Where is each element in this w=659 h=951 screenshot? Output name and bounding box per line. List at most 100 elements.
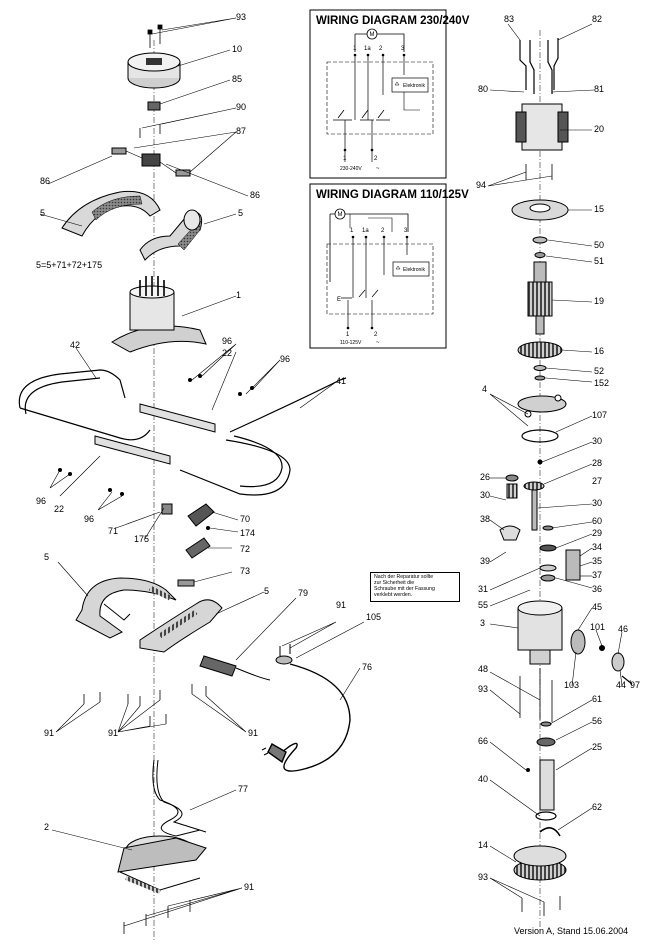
callout: 2 (44, 822, 49, 832)
part-14-collar (513, 845, 567, 881)
callout: 3 (480, 618, 485, 628)
part-86-87-switch (111, 147, 191, 177)
part-45-101-gear-selector (570, 629, 633, 685)
svg-text:~: ~ (376, 166, 380, 172)
svg-text:~: ~ (376, 340, 380, 346)
svg-text:110-125V: 110-125V (340, 340, 362, 346)
part-2-base-plate (117, 835, 207, 894)
callout: 107 (592, 410, 607, 420)
note-line: zur Sicherheit die (374, 580, 415, 586)
note-line: Schraube mit der Fassung (374, 586, 435, 592)
callout: 51 (594, 256, 604, 266)
svg-text:230-240V: 230-240V (340, 166, 362, 172)
callout: 30 (592, 498, 602, 508)
part-79-cable-sleeve (199, 655, 271, 681)
part-10-end-cap (127, 52, 181, 89)
callout: 45 (592, 602, 602, 612)
callout: 91 (244, 882, 254, 892)
callout: 34 (592, 542, 602, 552)
callout: 44 (616, 680, 626, 690)
callout: 4 (482, 384, 487, 394)
callout: 73 (240, 566, 250, 576)
part-25-spindle (526, 759, 555, 811)
svg-text:E: E (337, 297, 341, 303)
part-80-83-brush-holders (519, 38, 559, 94)
callout: 103 (564, 680, 579, 690)
repair-note: Nach der Reparatur sollte zur Sicherheit… (370, 572, 460, 602)
svg-text:M: M (338, 212, 343, 218)
part-70-72-switch-trigger (161, 503, 215, 559)
callout: 39 (480, 556, 490, 566)
callout: 62 (592, 802, 602, 812)
callout: 174 (240, 528, 255, 538)
callout: 30 (480, 490, 490, 500)
note-line: Nach der Reparatur sollte (374, 574, 434, 580)
callout: 91 (336, 600, 346, 610)
part-16-fan (517, 341, 563, 359)
part-107-o-ring (521, 429, 559, 443)
callout: 5 (44, 552, 49, 562)
callout: 96 (280, 354, 290, 364)
part-38-lock (499, 525, 521, 541)
callout: 91 (44, 728, 54, 738)
callout: 46 (618, 624, 628, 634)
svg-text:Elektronik: Elektronik (403, 83, 425, 89)
callout: 1 (236, 290, 241, 300)
callout: 35 (592, 556, 602, 566)
part-19-armature (527, 261, 553, 335)
part-105-cable-clamp (275, 644, 293, 665)
part-61-56-bearings (536, 721, 556, 747)
part-40-62-rings (535, 811, 561, 837)
callout: 41 (336, 376, 346, 386)
callout: 66 (478, 736, 488, 746)
part-3-gear-housing (517, 600, 563, 665)
part-93-screws-bottom (521, 896, 561, 916)
callout: 175 (134, 534, 149, 544)
callout: 15 (594, 204, 604, 214)
part-96-screws (58, 374, 254, 496)
part-48-93-screws (519, 668, 553, 722)
note-line: verklebt werden. (374, 592, 413, 598)
callout: 72 (240, 544, 250, 554)
wiring-diagram-110: WIRING DIAGRAM 110/125V M 1 1a 2 3 Elekt… (309, 183, 469, 349)
callout: 152 (594, 378, 609, 388)
part-73-cable-clip (177, 579, 195, 587)
callout: 5 (40, 208, 45, 218)
part-34-37-spindle-lock (565, 549, 581, 581)
callout: 101 (590, 622, 605, 632)
svg-text:2: 2 (381, 228, 385, 234)
wiring-110-title: WIRING DIAGRAM 110/125V (316, 189, 469, 201)
callout: 86 (250, 190, 260, 200)
svg-text:1: 1 (346, 332, 350, 338)
part-5-handle-shells (61, 190, 203, 261)
callout: 31 (478, 584, 488, 594)
callout: 60 (592, 516, 602, 526)
callout: 42 (70, 340, 80, 350)
callout: 5 (264, 586, 269, 596)
part-94-screws (525, 164, 553, 180)
part-91-screws (83, 684, 207, 726)
callout: 96 (36, 496, 46, 506)
svg-text:1a: 1a (364, 46, 371, 52)
part-5-lower-handles (75, 577, 223, 653)
callout: 71 (108, 526, 118, 536)
callout: 55 (478, 600, 488, 610)
svg-text:1: 1 (353, 46, 357, 52)
callout: 93 (478, 684, 488, 694)
svg-text:2: 2 (374, 156, 378, 162)
callout: 86 (40, 176, 50, 186)
callout: 5 (238, 208, 243, 218)
part-20-stator (515, 103, 569, 151)
leader-lines (39, 17, 633, 927)
version-stamp: Version A, Stand 15.06.2004 (514, 926, 628, 936)
part-4-gear-flange (517, 394, 567, 418)
callout-labels: 93 10 85 90 87 86 86 5 5 5=5+71+72+175 1… (36, 12, 640, 936)
part-1-housing (111, 276, 207, 353)
part-77-wires (152, 759, 207, 837)
part-91-screws-base (123, 900, 191, 934)
callout: 37 (592, 570, 602, 580)
callout: 30 (592, 436, 602, 446)
part-26-30-gears (505, 459, 545, 531)
callout: 25 (592, 742, 602, 752)
